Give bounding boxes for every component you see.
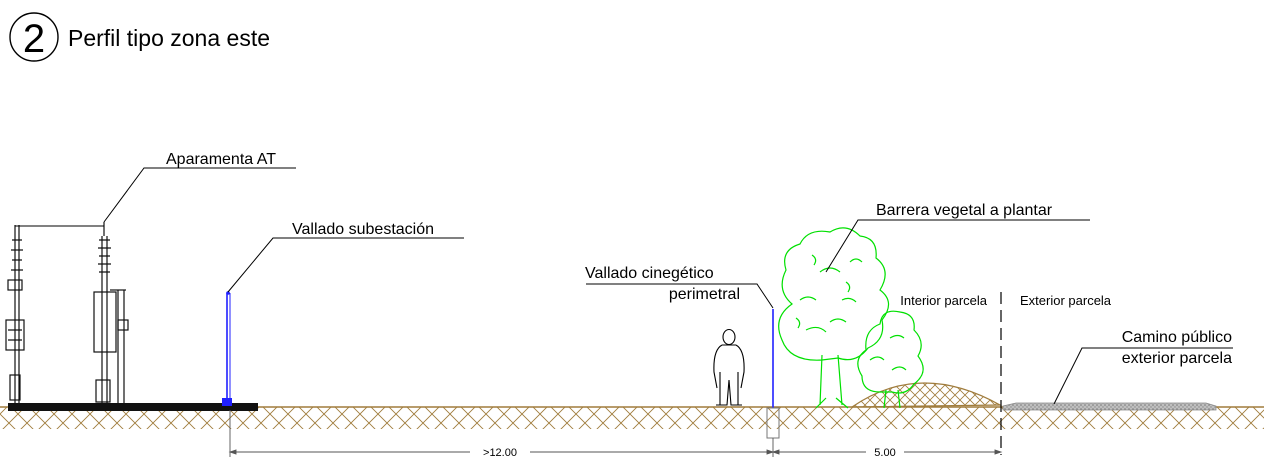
- barrera-vegetal-leader: [825, 219, 1090, 273]
- aparamenta-leader: [103, 167, 296, 223]
- exterior-parcela-label: Exterior parcela: [1020, 293, 1112, 308]
- dimension-lines: [228, 410, 1003, 457]
- substation-slab: [8, 403, 258, 411]
- tree-small: [857, 310, 924, 409]
- camino-label-line1: Camino público: [1122, 329, 1232, 346]
- public-road: [1002, 402, 1217, 411]
- camino-leader: [1053, 347, 1233, 405]
- person-silhouette: [713, 328, 745, 406]
- barrera-vegetal-label: Barrera vegetal a plantar: [876, 202, 1053, 219]
- vallado-cinegetico-label-line2: perimetral: [669, 286, 740, 303]
- earth-mound: [850, 382, 1003, 408]
- vallado-subestacion-leader: [227, 237, 464, 293]
- vallado-cinegetico-leader: [586, 283, 774, 309]
- camino-label-line2: exterior parcela: [1122, 350, 1232, 367]
- vallado-subestacion-label: Vallado subestación: [292, 221, 434, 238]
- hv-equipment-left: [5, 225, 25, 403]
- tree-large: [778, 227, 890, 409]
- hv-equipment-right: [93, 222, 129, 403]
- dimension-fence-to-fence: >12.00: [483, 447, 517, 457]
- section-number-badge: 2: [9, 12, 59, 62]
- vallado-cinegetico-label-line1: Vallado cinegético: [585, 265, 714, 282]
- page-title: Perfil tipo zona este: [68, 25, 270, 51]
- interior-parcela-label: Interior parcela: [900, 293, 987, 308]
- svg-text:2: 2: [23, 17, 45, 61]
- aparamenta-label: Aparamenta AT: [166, 151, 276, 168]
- dimension-fence-to-boundary: 5.00: [874, 447, 895, 457]
- substation-fence: [222, 291, 232, 406]
